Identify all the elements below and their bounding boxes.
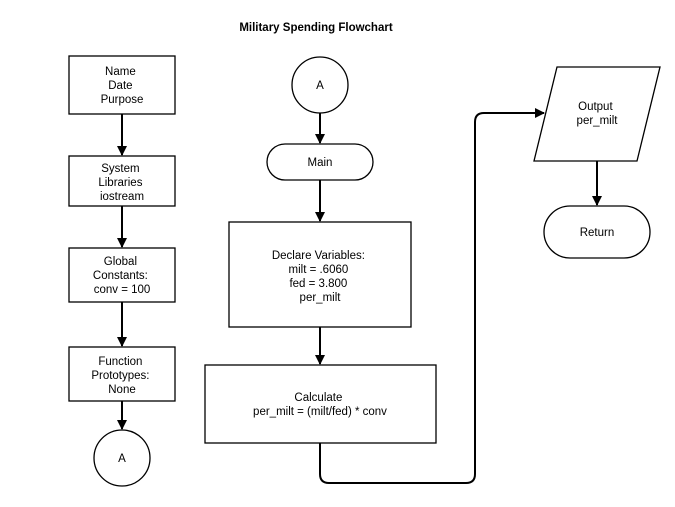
- main-terminal-label: Main: [308, 157, 333, 169]
- header-process-box: [68, 55, 176, 115]
- calculate-process-box: [204, 364, 437, 444]
- constants-process-box: [68, 247, 176, 303]
- libraries-process-box: [68, 155, 176, 207]
- declare-process-box: [228, 221, 412, 328]
- return-terminal: [543, 205, 651, 259]
- connector-a-bottom: [93, 429, 151, 487]
- prototypes-process-label: Function Prototypes: None: [91, 356, 152, 396]
- header-process-label: Name Date Purpose: [101, 66, 144, 106]
- diagram-title: Military Spending Flowchart: [239, 22, 393, 34]
- output-io-box: [533, 66, 661, 162]
- calculate-process-label: Calculate per_milt = (milt/fed) * conv: [253, 392, 387, 418]
- arrow-calculate-to-output: [319, 108, 545, 484]
- output-io-label: Output per_milt: [577, 101, 619, 127]
- libraries-process-label: System Libraries iostream: [98, 163, 145, 203]
- declare-process-label: Declare Variables: milt = .6060 fed = 3.…: [272, 250, 368, 304]
- connector-a-top-label: A: [316, 80, 324, 92]
- connector-a-bottom-label: A: [118, 453, 126, 465]
- constants-process-label: Global Constants: conv = 100: [93, 256, 151, 296]
- return-terminal-label: Return: [580, 227, 615, 239]
